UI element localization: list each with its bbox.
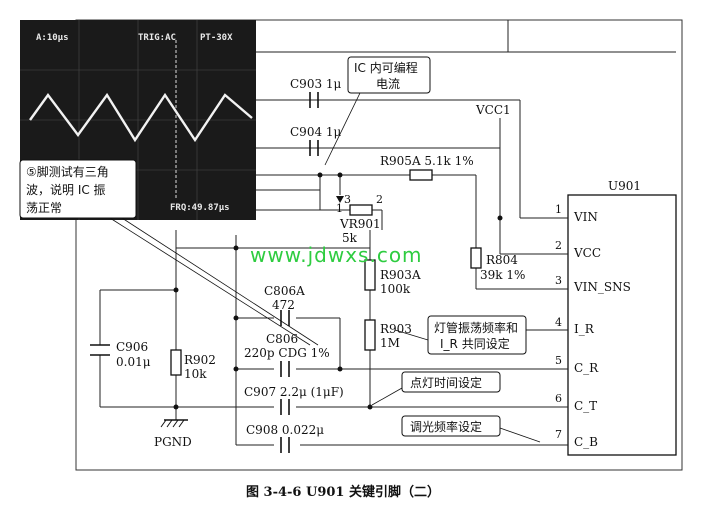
ic-u901-body [567, 194, 677, 456]
callout-pin5: ⑤脚测试有三角 波，说明 IC 振 荡正常 [19, 159, 319, 346]
r902-name: R902 [184, 353, 216, 367]
osc-timebase: A:10μs [36, 33, 69, 43]
pin5-label: C_R [574, 361, 599, 375]
callout-pin5-line2: 波，说明 IC 振 [26, 182, 106, 197]
resistor-r905a [409, 169, 433, 181]
c903-label: C903 1μ [290, 77, 342, 91]
pin-wires [300, 217, 568, 446]
osc-frequency: FRQ:49.87μs [170, 203, 230, 213]
r804-value: 39k 1% [480, 268, 525, 282]
pin7-number: 7 [555, 428, 562, 441]
r903a-name: R903A [380, 268, 421, 282]
callout-oscillation-line2: I_R 共同设定 [440, 336, 510, 351]
capacitor-c806 [280, 361, 290, 377]
pin3-number: 3 [555, 274, 562, 287]
junction-dots [173, 172, 503, 410]
c906-name: C906 [116, 340, 148, 354]
r902-value: 10k [184, 367, 207, 381]
ground-icon [160, 419, 188, 428]
capacitor-c903 [309, 92, 319, 108]
pin6-number: 6 [555, 392, 562, 405]
vr901-pin3: 3 [344, 193, 351, 206]
pin4-number: 4 [555, 316, 562, 329]
diagram-frame [75, 19, 683, 471]
watermark-text: www.jdwxs.com [250, 243, 423, 267]
r804-name: R804 [486, 253, 518, 267]
c806a-name: C806A [264, 284, 305, 298]
capacitor-c907 [280, 399, 290, 415]
callout-ignition-time: 点灯时间设定 [371, 371, 501, 406]
potentiometer-vr901 [349, 204, 373, 216]
vr901-value: 5k [342, 231, 358, 245]
callout-dimming-freq-text: 调光频率设定 [410, 419, 482, 434]
callout-ic-current: IC 内可编程 电流 [324, 56, 431, 166]
pin3-label: VIN_SNS [573, 280, 631, 294]
figure-caption: 图 3-4-6 U901 关键引脚（二） [246, 484, 440, 500]
vr901-pin2: 2 [376, 193, 383, 206]
r905a-label: R905A 5.1k 1% [380, 154, 474, 168]
c806-value: 220p CDG 1% [244, 346, 330, 360]
capacitor-c908 [280, 437, 290, 453]
pgnd-label: PGND [154, 435, 192, 449]
osc-trigger: TRIG:AC [138, 33, 176, 43]
callout-ignition-time-text: 点灯时间设定 [410, 375, 482, 390]
r903a-value: 100k [380, 282, 411, 296]
resistor-r804 [470, 247, 482, 269]
callout-ic-current-line1: IC 内可编程 [354, 60, 418, 75]
c908-label: C908 0.022μ [246, 423, 324, 437]
pin1-number: 1 [555, 203, 562, 216]
c806a-value: 472 [272, 298, 295, 312]
c907-label: C907 2.2μ (1μF) [244, 385, 344, 399]
pin2-label: VCC [573, 246, 601, 260]
capacitor-c906 [90, 344, 110, 356]
pin1-label: VIN [573, 210, 598, 224]
callout-ic-current-line2: 电流 [376, 77, 400, 91]
pin6-label: C_T [574, 399, 597, 413]
vr901-name: VR901 [339, 217, 381, 231]
pin7-label: C_B [574, 435, 598, 449]
resistor-r903a [364, 259, 376, 291]
r903-value: 1M [380, 336, 400, 350]
vr901-wiper-arrow [336, 196, 344, 203]
vr901-pin1: 1 [336, 202, 343, 215]
triangle-waveform [29, 92, 253, 143]
osc-probe: PT-30X [200, 33, 233, 43]
c906-value: 0.01μ [116, 355, 151, 369]
callout-dimming-freq: 调光频率设定 [401, 415, 541, 443]
callout-pin5-line1: ⑤脚测试有三角 [26, 164, 109, 179]
callout-pin5-line3: 荡正常 [26, 201, 62, 215]
c806-name: C806 [266, 332, 298, 346]
callout-oscillation-line1: 灯管振荡频率和 [434, 320, 518, 335]
callout-oscillation: 灯管振荡频率和 I_R 共同设定 [394, 315, 527, 355]
c904-label: C904 1μ [290, 125, 342, 139]
pin5-number: 5 [555, 354, 562, 367]
capacitor-c806a [280, 310, 290, 326]
supply-wires [99, 20, 676, 446]
vcc1-label: VCC1 [475, 103, 511, 117]
capacitor-c904 [309, 140, 319, 156]
resistor-r902 [170, 349, 182, 376]
pin2-number: 2 [555, 239, 562, 252]
resistor-r903 [364, 319, 376, 351]
pin4-label: I_R [574, 322, 595, 336]
ic-name: U901 [608, 179, 641, 193]
